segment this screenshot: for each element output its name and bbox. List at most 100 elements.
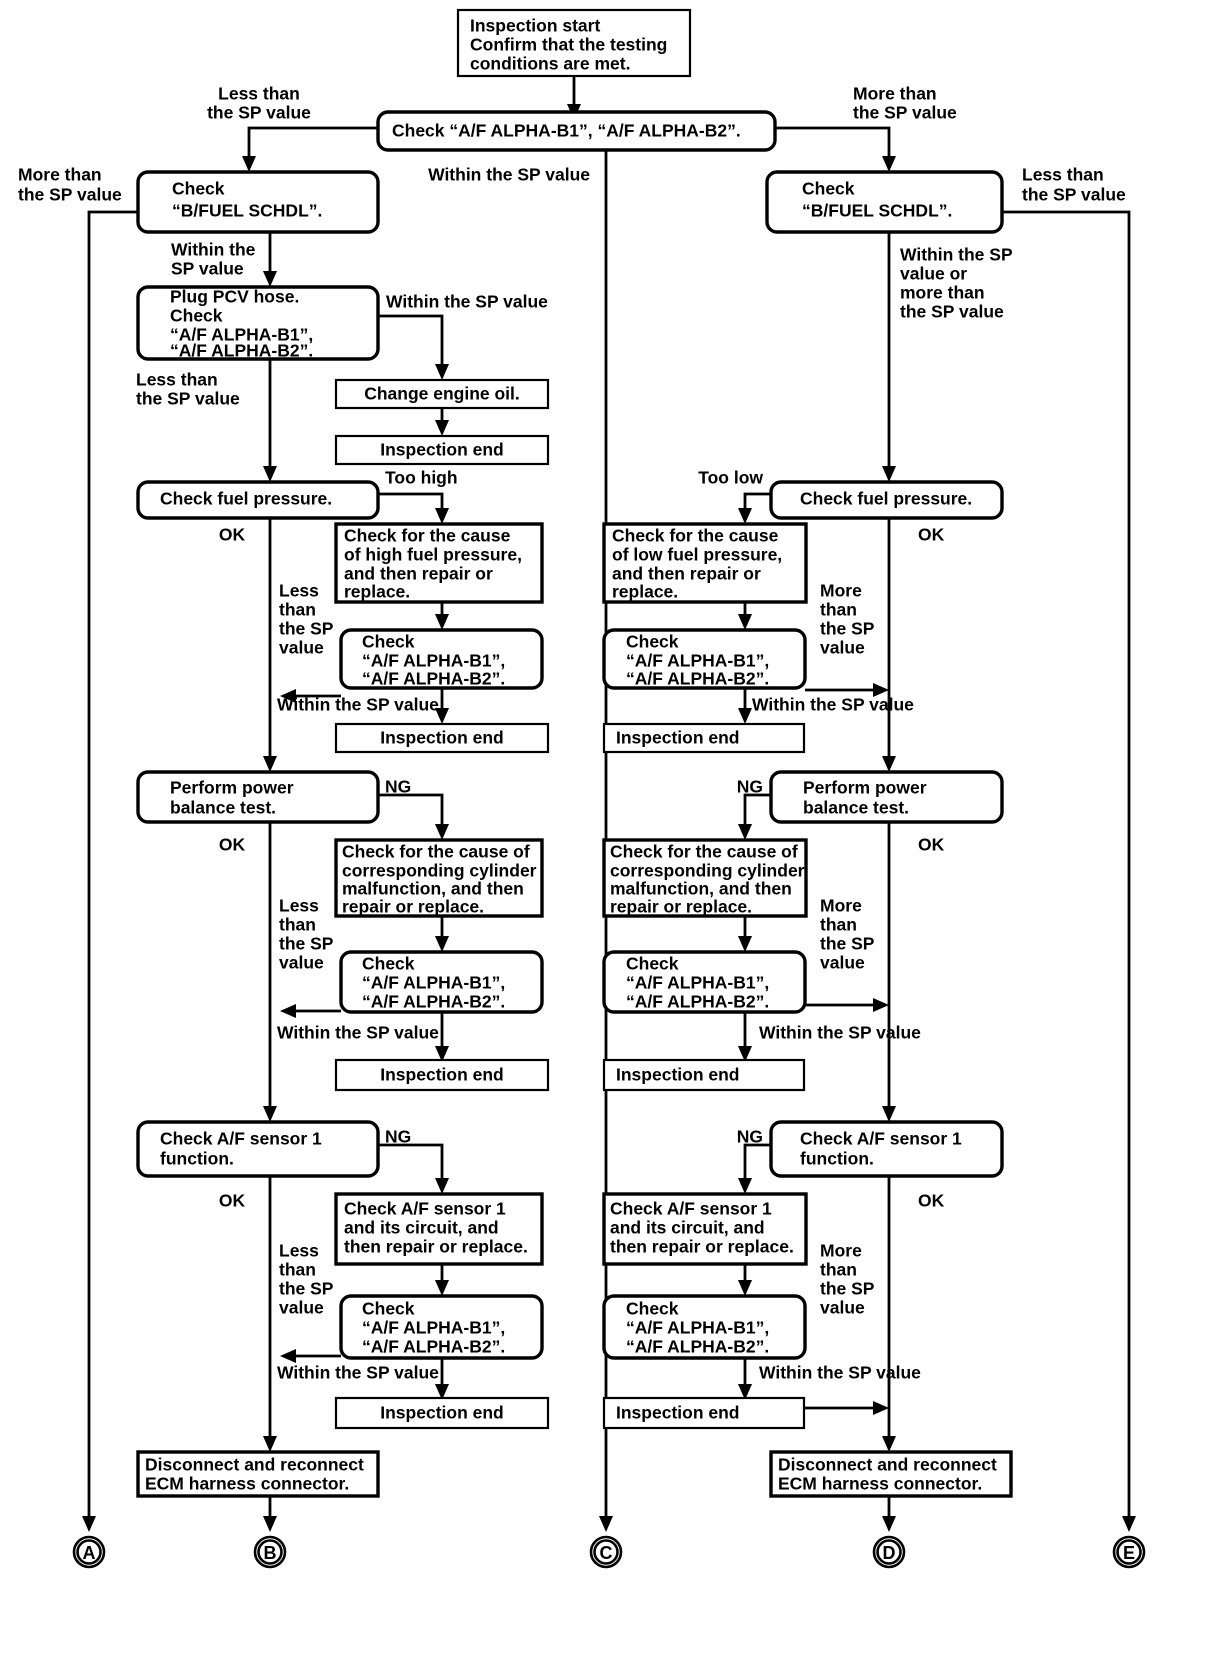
edge-label-less-sp-far-right: Less than the SP value bbox=[1022, 165, 1126, 205]
node-end-power-left[interactable]: Inspection end bbox=[334, 1058, 550, 1092]
terminator-label: A bbox=[83, 1543, 96, 1563]
node-text: balance test. bbox=[803, 798, 909, 818]
edge-label-less-sp-top-left: Less than the SP value bbox=[207, 84, 311, 123]
terminator-d[interactable]: D bbox=[872, 1535, 906, 1569]
node-alpha-power-right[interactable]: Check “A/F ALPHA-B1”, “A/F ALPHA-B2”. bbox=[602, 950, 807, 1014]
node-text: Check “A/F ALPHA-B1”, “A/F ALPHA-B2”. bbox=[392, 121, 741, 141]
node-text: function. bbox=[800, 1149, 874, 1169]
node-end-fuel-right[interactable]: Inspection end bbox=[602, 722, 806, 754]
node-alpha-af-left[interactable]: Check “A/F ALPHA-B1”, “A/F ALPHA-B2”. bbox=[339, 1294, 544, 1360]
svg-text:than: than bbox=[820, 915, 857, 935]
node-text: “A/F ALPHA-B1”, bbox=[362, 651, 505, 671]
node-text: “A/F ALPHA-B1”, bbox=[362, 1318, 505, 1338]
svg-text:Within the SP value: Within the SP value bbox=[752, 695, 914, 715]
svg-text:SP value: SP value bbox=[171, 259, 244, 279]
node-end-power-right[interactable]: Inspection end bbox=[602, 1058, 806, 1092]
svg-text:value: value bbox=[279, 1298, 324, 1318]
node-cylinder-malfunction-left[interactable]: Check for the cause of corresponding cyl… bbox=[334, 838, 544, 918]
edge-label-ok-fuel-right: OK bbox=[918, 525, 945, 545]
node-af-circuit-right[interactable]: Check A/F sensor 1 and its circuit, and … bbox=[602, 1192, 808, 1266]
edge-label-within-sp-fuel-right: Within the SP value bbox=[752, 695, 914, 715]
node-text: Check bbox=[626, 954, 679, 974]
node-text: corresponding cylinder bbox=[610, 861, 805, 881]
node-end-af-right[interactable]: Inspection end bbox=[602, 1396, 806, 1430]
node-text: and its circuit, and bbox=[610, 1218, 765, 1238]
svg-text:NG: NG bbox=[385, 777, 411, 797]
edge-label-too-high: Too high bbox=[385, 468, 458, 488]
svg-text:the SP value: the SP value bbox=[136, 389, 240, 409]
node-af-circuit-left[interactable]: Check A/F sensor 1 and its circuit, and … bbox=[334, 1192, 544, 1266]
terminator-a[interactable]: A bbox=[72, 1535, 106, 1569]
svg-text:OK: OK bbox=[918, 525, 945, 545]
node-text: Plug PCV hose. bbox=[170, 287, 299, 307]
svg-text:the SP value: the SP value bbox=[1022, 185, 1126, 205]
node-ecm-harness-right[interactable]: Disconnect and reconnect ECM harness con… bbox=[769, 1450, 1013, 1498]
svg-text:More: More bbox=[820, 1241, 862, 1261]
node-text: malfunction, and then bbox=[342, 879, 524, 899]
node-power-balance-left[interactable]: Perform power balance test. bbox=[136, 770, 380, 824]
node-text: corresponding cylinder bbox=[342, 861, 537, 881]
terminator-label: C bbox=[600, 1543, 613, 1563]
node-power-balance-right[interactable]: Perform power balance test. bbox=[769, 770, 1004, 824]
node-text: Inspection end bbox=[380, 1403, 503, 1423]
edge-label-ng-af-left: NG bbox=[385, 1127, 411, 1147]
svg-text:Within the SP value: Within the SP value bbox=[277, 695, 439, 715]
node-cause-high-fuel-pressure[interactable]: Check for the cause of high fuel pressur… bbox=[334, 522, 544, 604]
svg-text:the SP: the SP bbox=[820, 1279, 875, 1299]
node-text: Inspection end bbox=[616, 1065, 739, 1085]
node-af-sensor-right[interactable]: Check A/F sensor 1 function. bbox=[769, 1120, 1004, 1178]
node-cause-low-fuel-pressure[interactable]: Check for the cause of low fuel pressure… bbox=[602, 522, 808, 604]
svg-text:Too low: Too low bbox=[698, 468, 763, 488]
svg-text:OK: OK bbox=[219, 835, 246, 855]
node-ecm-harness-left[interactable]: Disconnect and reconnect ECM harness con… bbox=[136, 1450, 380, 1498]
svg-text:Less than: Less than bbox=[136, 370, 218, 390]
node-bfuel-left[interactable]: Check “B/FUEL SCHDL”. bbox=[136, 170, 380, 234]
node-end-fuel-left[interactable]: Inspection end bbox=[334, 722, 550, 754]
node-bfuel-right[interactable]: Check “B/FUEL SCHDL”. bbox=[765, 170, 1004, 234]
node-fuel-pressure-right[interactable]: Check fuel pressure. bbox=[769, 480, 1004, 520]
node-text: balance test. bbox=[170, 798, 276, 818]
svg-text:OK: OK bbox=[918, 1191, 945, 1211]
node-alpha-fuel-left[interactable]: Check “A/F ALPHA-B1”, “A/F ALPHA-B2”. bbox=[339, 628, 544, 690]
svg-text:OK: OK bbox=[918, 835, 945, 855]
edge-label-more-sp-af-right: More than the SP value bbox=[820, 1241, 875, 1318]
edge-label-within-sp-left-bfuel: Within the SP value bbox=[171, 240, 256, 279]
node-text: Inspection end bbox=[380, 728, 503, 748]
node-alpha-fuel-right[interactable]: Check “A/F ALPHA-B1”, “A/F ALPHA-B2”. bbox=[602, 628, 807, 690]
edge-label-within-or-more-right-bfuel: Within the SP value or more than the SP … bbox=[900, 245, 1013, 322]
node-change-engine-oil[interactable]: Change engine oil. bbox=[334, 378, 550, 410]
node-end-oil[interactable]: Inspection end bbox=[334, 434, 550, 466]
node-alpha-power-left[interactable]: Check “A/F ALPHA-B1”, “A/F ALPHA-B2”. bbox=[339, 950, 544, 1014]
node-text: and then repair or bbox=[612, 564, 761, 584]
svg-text:Less: Less bbox=[279, 896, 319, 916]
svg-text:Within the SP value: Within the SP value bbox=[428, 165, 590, 185]
node-cylinder-malfunction-right[interactable]: Check for the cause of corresponding cyl… bbox=[602, 838, 808, 918]
node-af-sensor-left[interactable]: Check A/F sensor 1 function. bbox=[136, 1120, 380, 1178]
edge-label-within-sp-af-left: Within the SP value bbox=[277, 1363, 439, 1383]
terminator-c[interactable]: C bbox=[589, 1535, 623, 1569]
node-end-af-left[interactable]: Inspection end bbox=[334, 1396, 550, 1430]
node-check-alpha-top[interactable]: Check “A/F ALPHA-B1”, “A/F ALPHA-B2”. bbox=[376, 110, 777, 152]
edge-label-within-sp-pcv: Within the SP value bbox=[386, 292, 548, 312]
svg-text:OK: OK bbox=[219, 1191, 246, 1211]
node-text: Check bbox=[362, 1299, 415, 1319]
node-text: Check bbox=[626, 632, 679, 652]
node-plug-pcv[interactable]: Plug PCV hose. Check “A/F ALPHA-B1”, “A/… bbox=[136, 285, 380, 361]
svg-text:the SP: the SP bbox=[820, 619, 875, 639]
svg-text:than: than bbox=[820, 600, 857, 620]
edge-label-within-sp-power-left: Within the SP value bbox=[277, 1023, 439, 1043]
svg-text:than: than bbox=[279, 915, 316, 935]
node-fuel-pressure-left[interactable]: Check fuel pressure. bbox=[136, 480, 380, 520]
node-alpha-af-right[interactable]: Check “A/F ALPHA-B1”, “A/F ALPHA-B2”. bbox=[602, 1294, 807, 1360]
node-inspection-start[interactable]: Inspection start Confirm that the testin… bbox=[456, 8, 692, 78]
node-text: repair or replace. bbox=[610, 897, 752, 917]
node-text: Check bbox=[362, 954, 415, 974]
terminator-label: D bbox=[883, 1543, 896, 1563]
terminator-e[interactable]: E bbox=[1112, 1535, 1146, 1569]
svg-text:the SP value: the SP value bbox=[900, 302, 1004, 322]
svg-text:Within the SP value: Within the SP value bbox=[277, 1363, 439, 1383]
svg-text:More: More bbox=[820, 581, 862, 601]
terminator-b[interactable]: B bbox=[253, 1535, 287, 1569]
edge-label-more-sp-top-right: More than the SP value bbox=[853, 84, 957, 123]
terminator-label: E bbox=[1123, 1543, 1135, 1563]
